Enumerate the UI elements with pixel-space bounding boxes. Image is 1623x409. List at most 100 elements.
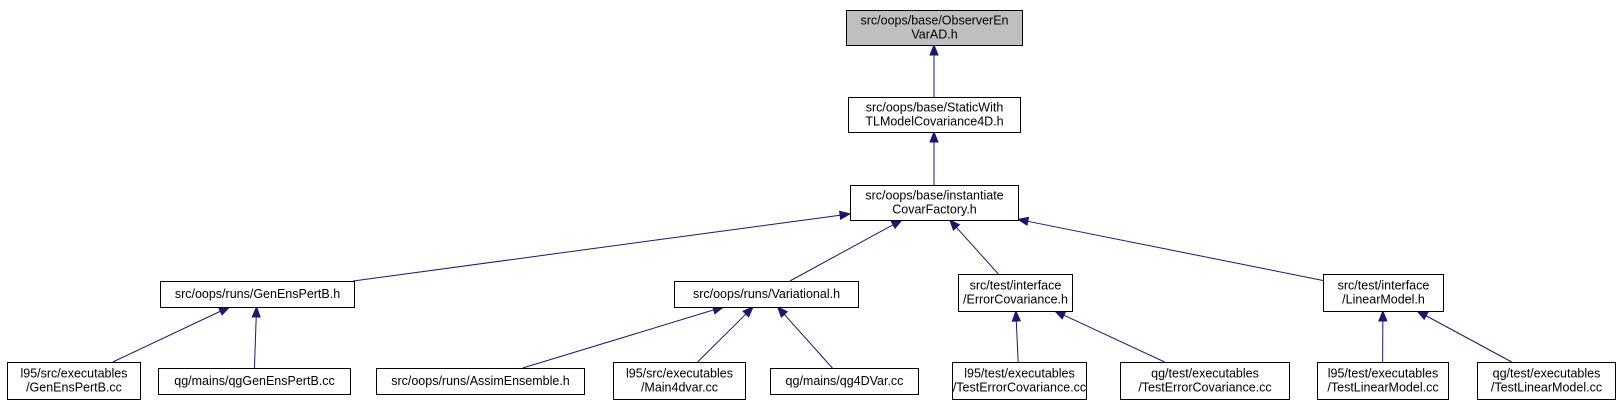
node-label-line: /TestErrorCovariance.cc <box>953 381 1086 395</box>
node-box <box>1477 362 1616 400</box>
node-label-line: /GenEnsPertB.cc <box>26 381 122 395</box>
node-box <box>158 368 351 395</box>
node-label-line: /TestLinearModel.cc <box>1327 381 1438 395</box>
edge-line <box>253 316 257 369</box>
node-label-line: l95/test/executables <box>964 367 1075 381</box>
node-label-line: l95/src/executables <box>20 367 127 381</box>
arrowhead-icon <box>1053 310 1067 320</box>
node-box <box>848 97 1021 133</box>
edge-linmodel-to-covarfactory <box>1016 216 1324 281</box>
node-box <box>376 368 585 395</box>
edge-line <box>522 309 714 369</box>
arrowhead-icon <box>1016 216 1030 227</box>
node-qg_4dvar[interactable]: qg/mains/qg4DVar.cc <box>770 368 919 395</box>
node-qg_testerr[interactable]: qg/test/executables/TestErrorCovariance.… <box>1120 362 1290 400</box>
node-box <box>160 281 355 308</box>
edge-line <box>1063 314 1165 363</box>
node-label-line: src/oops/base/StaticWith <box>866 101 1004 115</box>
arrowhead-icon <box>929 130 939 143</box>
arrowhead-icon <box>742 306 754 318</box>
node-box <box>1323 274 1444 312</box>
node-label-line: qg/test/executables <box>1151 367 1259 381</box>
arrowhead-icon <box>1378 309 1388 322</box>
edge-line <box>1027 220 1324 281</box>
node-label-line: /TestLinearModel.cc <box>1491 381 1602 395</box>
node-label-line: /LinearModel.h <box>1342 293 1425 307</box>
node-label-line: qg/mains/qgGenEnsPertB.cc <box>174 374 335 388</box>
edge-errcov-to-covarfactory <box>948 218 999 275</box>
edge-l95_testerr-to-errcov <box>1011 309 1022 363</box>
node-label-line: VarAD.h <box>911 28 957 42</box>
edge-variational-to-covarfactory <box>789 219 904 282</box>
node-l95_main4dvar[interactable]: l95/src/executables/Main4dvar.cc <box>613 362 746 400</box>
node-variational[interactable]: src/oops/runs/Variational.h <box>674 281 859 308</box>
node-box <box>7 362 141 400</box>
edge-assim-to-variational <box>522 305 725 369</box>
node-box <box>952 362 1087 400</box>
node-label-line: src/oops/runs/Variational.h <box>693 287 840 301</box>
edge-covarfactory-to-static4d <box>929 130 939 185</box>
node-box <box>850 185 1019 221</box>
edge-l95_main4dvar-to-variational <box>697 306 754 363</box>
edge-qg_genens-to-genenspertb <box>251 305 261 369</box>
node-errcov[interactable]: src/test/interface/ErrorCovariance.h <box>958 274 1073 312</box>
node-static4d[interactable]: src/oops/base/StaticWithTLModelCovarianc… <box>848 97 1021 133</box>
node-box <box>1317 362 1449 400</box>
edge-line <box>783 314 833 369</box>
edge-line <box>1015 320 1019 363</box>
edge-qg_testlin-to-linmodel <box>1416 310 1512 363</box>
arrowhead-icon <box>890 219 904 230</box>
node-box <box>1120 362 1290 400</box>
edge-static4d-to-observer <box>929 43 939 97</box>
node-genenspertb[interactable]: src/oops/runs/GenEnsPertB.h <box>160 281 355 308</box>
edge-line <box>789 224 894 282</box>
edge-qg_4dvar-to-variational <box>776 305 833 369</box>
node-label-line: src/test/interface <box>970 279 1062 293</box>
arrowhead-icon <box>251 305 261 318</box>
node-box <box>770 368 919 395</box>
node-l95_testlin[interactable]: l95/test/executables/TestLinearModel.cc <box>1317 362 1449 400</box>
node-qg_genens[interactable]: qg/mains/qgGenEnsPertB.cc <box>158 368 351 395</box>
node-label-line: src/oops/base/instantiate <box>865 189 1003 203</box>
arrowhead-icon <box>929 43 939 56</box>
node-label-line: CovarFactory.h <box>892 203 977 217</box>
arrowhead-icon <box>948 218 961 231</box>
arrowhead-icon <box>1011 309 1022 322</box>
arrowhead-icon <box>217 306 231 316</box>
node-box <box>613 362 746 400</box>
edge-line <box>956 227 999 275</box>
edge-genenspertb-to-covarfactory <box>353 210 852 282</box>
edge-line <box>1425 315 1512 363</box>
node-box <box>674 281 859 308</box>
arrowhead-icon <box>838 210 852 220</box>
node-l95_genens[interactable]: l95/src/executables/GenEnsPertB.cc <box>7 362 141 400</box>
edge-line <box>353 214 841 282</box>
node-label-line: src/test/interface <box>1338 279 1430 293</box>
node-label-line: qg/mains/qg4DVar.cc <box>786 374 904 388</box>
node-label-line: /Main4dvar.cc <box>641 381 718 395</box>
edge-l95_genens-to-genenspertb <box>112 306 231 363</box>
node-label-line: l95/src/executables <box>626 367 733 381</box>
node-label-line: src/oops/runs/GenEnsPertB.h <box>175 287 340 301</box>
node-qg_testlin[interactable]: qg/test/executables/TestLinearModel.cc <box>1477 362 1616 400</box>
arrowhead-icon <box>776 305 789 318</box>
node-label-line: src/oops/runs/AssimEnsemble.h <box>391 374 570 388</box>
arrowhead-icon <box>1416 310 1429 321</box>
node-label-line: l95/test/executables <box>1328 367 1439 381</box>
edge-qg_testerr-to-errcov <box>1053 310 1165 363</box>
node-box <box>846 10 1023 46</box>
edge-line <box>697 313 747 363</box>
node-l95_testerr[interactable]: l95/test/executables/TestErrorCovariance… <box>952 362 1087 400</box>
node-label-line: qg/test/executables <box>1493 367 1601 381</box>
node-label-line: TLModelCovariance4D.h <box>865 115 1003 129</box>
node-box <box>958 274 1073 312</box>
node-label-line: /TestErrorCovariance.cc <box>1138 381 1271 395</box>
edge-line <box>112 310 221 363</box>
node-assim[interactable]: src/oops/runs/AssimEnsemble.h <box>376 368 585 395</box>
edge-l95_testlin-to-linmodel <box>1378 309 1388 363</box>
node-linmodel[interactable]: src/test/interface/LinearModel.h <box>1323 274 1444 312</box>
